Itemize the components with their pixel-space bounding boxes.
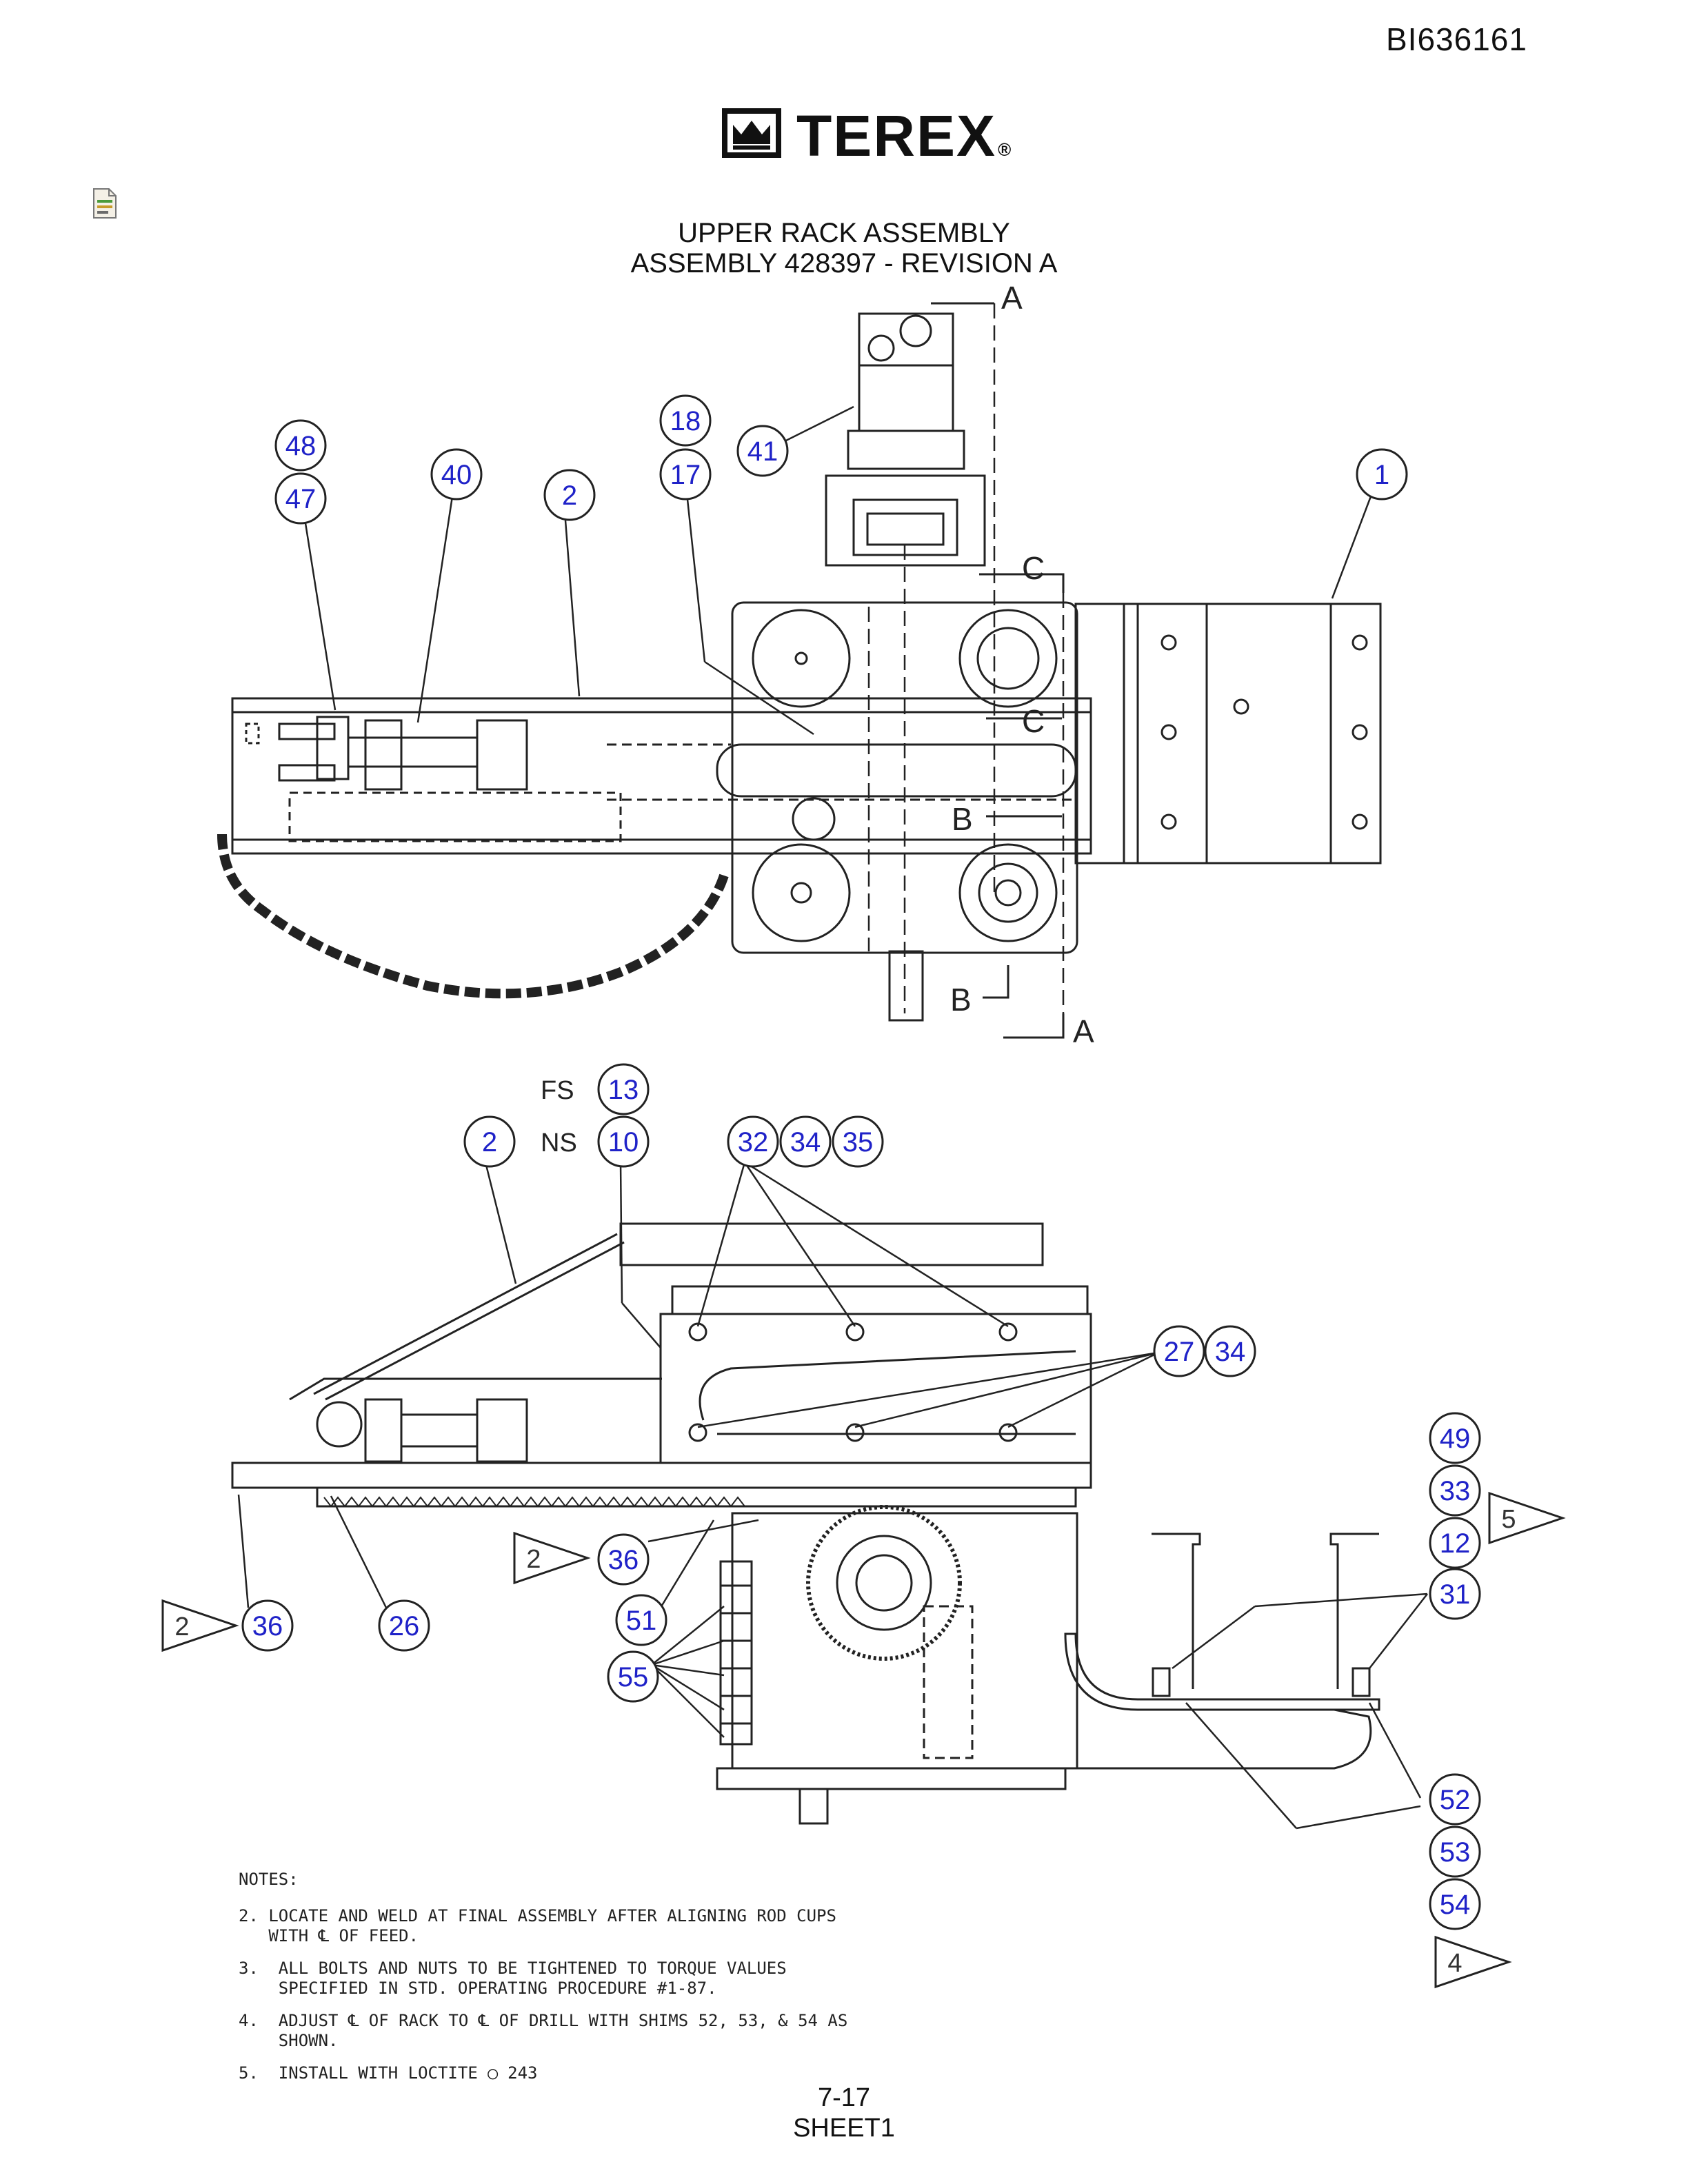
callout-27: 27 (1164, 1337, 1195, 1367)
side-view-frame (231, 1222, 1092, 1489)
ns-label: NS (541, 1129, 577, 1157)
callout-51: 51 (626, 1606, 657, 1636)
callout-33: 33 (1440, 1476, 1471, 1506)
callout-circle (736, 425, 789, 477)
roller-top-left (752, 609, 851, 708)
note-flag-4-label: 4 (1447, 1949, 1462, 1978)
safety-chain (217, 833, 729, 999)
callout-17: 17 (670, 460, 701, 490)
callout-41: 41 (747, 436, 778, 467)
note-flag-2-a-label: 2 (526, 1545, 541, 1574)
callout-35: 35 (843, 1127, 874, 1157)
fs-label: FS (541, 1076, 574, 1105)
assembly-number: ASSEMBLY 428397 - REVISION A (630, 248, 1058, 279)
callout-48: 48 (285, 431, 316, 461)
callout-circle (543, 469, 596, 521)
callout-circle (274, 419, 327, 472)
callout-1: 1 (1374, 460, 1389, 490)
leader-lines (237, 405, 1428, 1830)
roller-top-right (958, 609, 1058, 708)
roller-bottom-left (752, 843, 851, 942)
callout-31: 31 (1440, 1579, 1471, 1610)
gear-rack (316, 1488, 1077, 1508)
hydraulic-motor (825, 312, 986, 567)
note-flag-2-a (513, 1531, 591, 1585)
gearbox (716, 1505, 1078, 1825)
terex-logo: TEREX® (721, 103, 1045, 168)
roller-bottom-right (958, 843, 1058, 942)
callout-18: 18 (670, 406, 701, 436)
note-flag-5 (1488, 1491, 1566, 1545)
note-flag-5-label: 5 (1501, 1505, 1516, 1534)
crown-emblem-icon (722, 108, 781, 158)
callout-2-side: 2 (482, 1127, 497, 1157)
section-marks: A C C B B A (950, 280, 1094, 1049)
section-mark-b-bottom: B (950, 982, 972, 1018)
section-mark-a-bottom: A (1073, 1013, 1094, 1049)
callout-55: 55 (618, 1662, 649, 1692)
section-mark-c-top: C (1022, 550, 1045, 586)
callout-34: 34 (790, 1127, 821, 1157)
callout-10: 10 (608, 1127, 639, 1157)
rack-beam (231, 697, 1092, 855)
note-5: 5. INSTALL WITH LOCTITE ◯ 243 (239, 2063, 538, 2083)
callout-circle (1356, 448, 1408, 501)
note-2: 2. LOCATE AND WELD AT FINAL ASSEMBLY AFT… (239, 1906, 836, 1945)
page-number: 7-17 (817, 2083, 871, 2112)
section-mark-a-top: A (1001, 280, 1023, 316)
callout-49: 49 (1440, 1424, 1471, 1454)
brand-name: TEREX (796, 103, 997, 168)
callout-circle (659, 394, 712, 447)
sheet-label: SHEET1 (793, 2114, 895, 2143)
note-3: 3. ALL BOLTS AND NUTS TO BE TIGHTENED TO… (239, 1959, 787, 1998)
drill-rod (888, 950, 924, 1022)
note-flag-2-b (161, 1599, 239, 1652)
callout-26: 26 (389, 1611, 420, 1641)
note-4: 4. ADJUST ℄ OF RACK TO ℄ OF DRILL WITH S… (239, 2011, 848, 2050)
callout-circle (430, 448, 483, 501)
callout-47: 47 (285, 484, 316, 514)
side-bracket (1064, 1533, 1380, 1770)
note-flag-2-b-label: 2 (174, 1612, 189, 1641)
section-mark-b-mid: B (952, 801, 973, 837)
document-link-icon[interactable] (91, 188, 119, 219)
section-mark-c-mid: C (1022, 703, 1045, 739)
callout-34-second: 34 (1215, 1337, 1246, 1367)
section-arrow-a-bottom (1003, 1013, 1065, 1039)
callout-32: 32 (738, 1127, 769, 1157)
callout-2: 2 (562, 481, 577, 511)
drawing-title: UPPER RACK ASSEMBLY (678, 218, 1010, 248)
callout-circle (659, 448, 712, 501)
callout-53: 53 (1440, 1837, 1471, 1868)
callout-36: 36 (608, 1545, 639, 1575)
callout-52: 52 (1440, 1785, 1471, 1815)
callout-36-second: 36 (252, 1611, 283, 1641)
callout-12: 12 (1440, 1528, 1471, 1559)
callout-13: 13 (608, 1075, 639, 1105)
note-flag-4 (1434, 1935, 1512, 1989)
mounting-plate (1074, 603, 1382, 865)
notes-block: NOTES: 2. LOCATE AND WELD AT FINAL ASSEM… (239, 1870, 847, 2096)
callout-40: 40 (441, 460, 472, 490)
callout-54: 54 (1440, 1890, 1471, 1920)
notes-heading: NOTES: (239, 1870, 299, 1889)
registered-mark: ® (998, 139, 1013, 160)
callout-circle (274, 472, 327, 525)
document-id: BI636161 (1386, 21, 1527, 57)
